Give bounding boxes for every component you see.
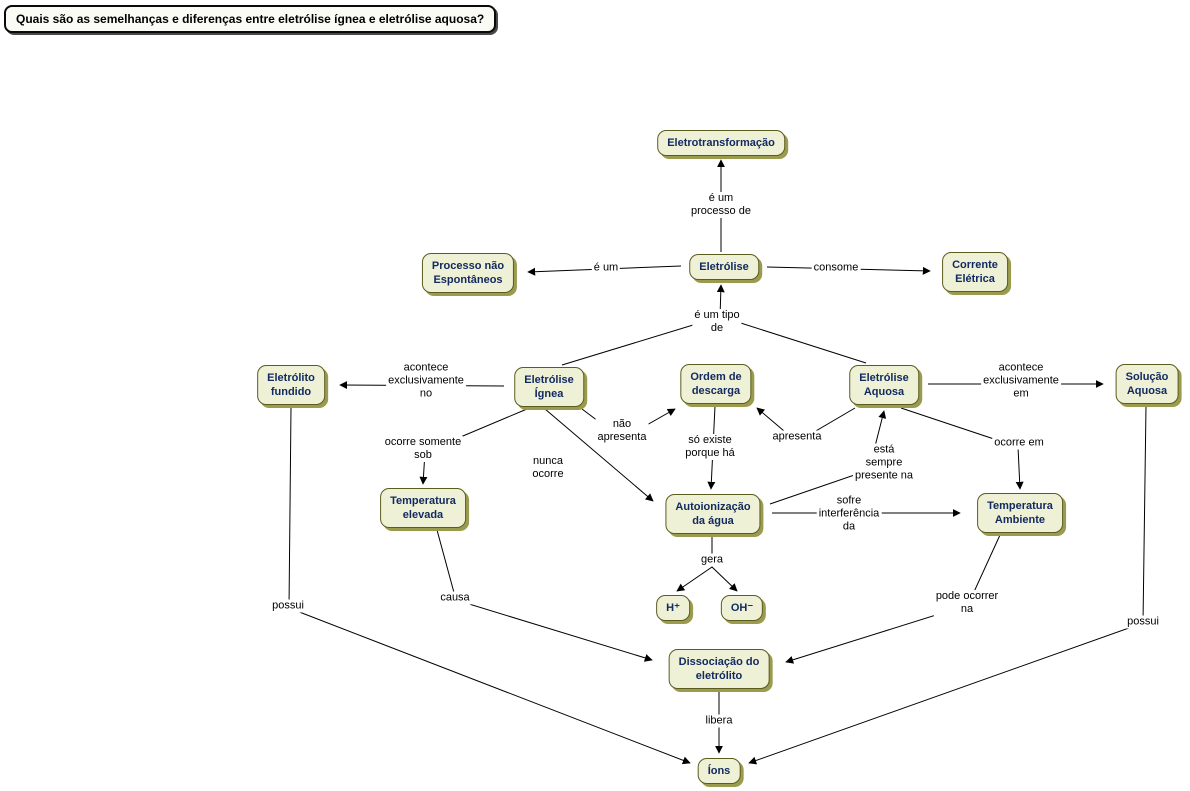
node-eletrolise-ignea[interactable]: Eletrólise Ígnea — [514, 367, 584, 407]
edge-ignea-autoionizacao-nunca-ocorre — [544, 408, 654, 502]
link-label-sofre-interferencia-da: sofre interferência da — [816, 494, 882, 534]
link-label-possui-direita: possui — [1125, 615, 1161, 629]
node-eletrotransformacao[interactable]: Eletrotransformação — [657, 130, 785, 156]
edge-solucao-ions-possui — [748, 405, 1147, 765]
link-label-nao-apresenta: não apresenta — [595, 418, 649, 444]
node-temperatura-elevada[interactable]: Temperatura elevada — [380, 488, 466, 528]
node-processo-nao-espontaneos[interactable]: Processo não Espontâneos — [421, 253, 515, 293]
edge-fundido-ions-possui — [288, 406, 691, 765]
link-label-ocorre-somente-sob: ocorre somente sob — [382, 436, 464, 462]
node-corrente-eletrica[interactable]: Corrente Elétrica — [942, 252, 1008, 292]
edge-ignea-tipo-junction — [561, 317, 717, 366]
edge-autoionizacao-oh-gera — [711, 566, 738, 592]
link-label-libera: libera — [703, 714, 735, 728]
edge-aquosa-tipo-junction — [724, 317, 867, 364]
link-label-consome: consome — [811, 261, 861, 275]
node-autoionizacao-da-agua[interactable]: Autoionização da água — [665, 494, 761, 534]
link-label-causa: causa — [438, 591, 472, 605]
node-ordem-de-descarga[interactable]: Ordem de descarga — [680, 364, 752, 404]
link-label-e-um-processo-de: é um processo de — [689, 192, 753, 218]
link-label-gera: gera — [698, 553, 726, 567]
link-label-apresenta: apresenta — [770, 430, 824, 444]
link-label-possui-esquerda: possui — [270, 599, 306, 613]
link-label-nunca-ocorre: nunca ocorre — [530, 455, 566, 481]
focus-question: Quais são as semelhanças e diferenças en… — [4, 5, 497, 33]
link-label-ocorre-em: ocorre em — [992, 436, 1046, 450]
node-eletrolise-aquosa[interactable]: Eletrólise Aquosa — [849, 365, 919, 405]
link-label-acontece-exclusivamente-no: acontece exclusivamente no — [386, 361, 466, 401]
link-label-acontece-exclusivamente-em: acontece exclusivamente em — [981, 361, 1061, 401]
node-h-mais[interactable]: H⁺ — [656, 595, 690, 621]
link-label-so-existe-porque-ha: só existe porque há — [683, 434, 737, 460]
node-solucao-aquosa[interactable]: Solução Aquosa — [1115, 364, 1179, 404]
link-label-e-um: é um — [591, 261, 621, 275]
link-label-pode-ocorrer-na: pode ocorrer na — [933, 590, 1001, 616]
link-label-e-um-tipo-de: é um tipo de — [692, 309, 742, 335]
node-ions[interactable]: Íons — [697, 758, 741, 784]
link-label-esta-sempre-presente-na: está sempre presente na — [852, 443, 916, 483]
node-eletrolito-fundido[interactable]: Eletrólito fundido — [257, 365, 325, 405]
node-temperatura-ambiente[interactable]: Temperatura Ambiente — [977, 493, 1063, 533]
node-oh-menos[interactable]: OH⁻ — [720, 595, 764, 621]
node-eletrolise[interactable]: Eletrólise — [689, 254, 759, 280]
node-dissociacao-do-eletrolito[interactable]: Dissociação do eletrólito — [668, 649, 770, 689]
